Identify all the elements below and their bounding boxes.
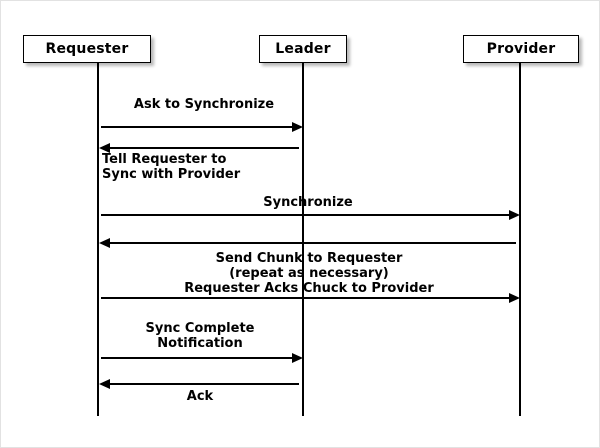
arrow-head-msg-6	[292, 352, 303, 363]
arrow-head-msg-2	[99, 142, 110, 153]
lifeline-requester	[97, 63, 99, 416]
message-line-msg-1	[101, 126, 293, 128]
arrow-head-msg-5	[509, 292, 520, 303]
participant-label-provider: Provider	[486, 41, 556, 57]
message-line-msg-7	[107, 383, 299, 385]
participant-box-requester[interactable]: Requester	[23, 35, 151, 63]
message-line-msg-6	[101, 357, 293, 359]
message-label-msg-1: Ask to Synchronize	[133, 97, 275, 112]
arrow-head-msg-3	[509, 209, 520, 220]
lifeline-leader	[302, 63, 304, 416]
message-label-msg-3: Synchronize	[263, 195, 353, 210]
participant-box-leader[interactable]: Leader	[259, 35, 347, 63]
arrow-head-msg-4	[99, 237, 110, 248]
message-label-msg-6: Sync Complete Notification	[145, 321, 255, 351]
message-line-msg-3	[101, 214, 510, 216]
message-line-msg-4	[107, 242, 516, 244]
lifeline-provider	[519, 63, 521, 416]
participant-label-requester: Requester	[45, 41, 129, 57]
message-label-msg-5: Send Chunk to Requester (repeat as neces…	[184, 251, 434, 296]
message-label-msg-7: Ack	[186, 389, 214, 404]
message-label-msg-2: Tell Requester to Sync with Provider	[102, 152, 241, 182]
message-line-msg-2	[107, 147, 299, 149]
arrow-head-msg-1	[292, 121, 303, 132]
participant-box-provider[interactable]: Provider	[463, 35, 579, 63]
message-line-msg-5	[101, 297, 510, 299]
participant-label-leader: Leader	[275, 41, 331, 57]
arrow-head-msg-7	[99, 378, 110, 389]
